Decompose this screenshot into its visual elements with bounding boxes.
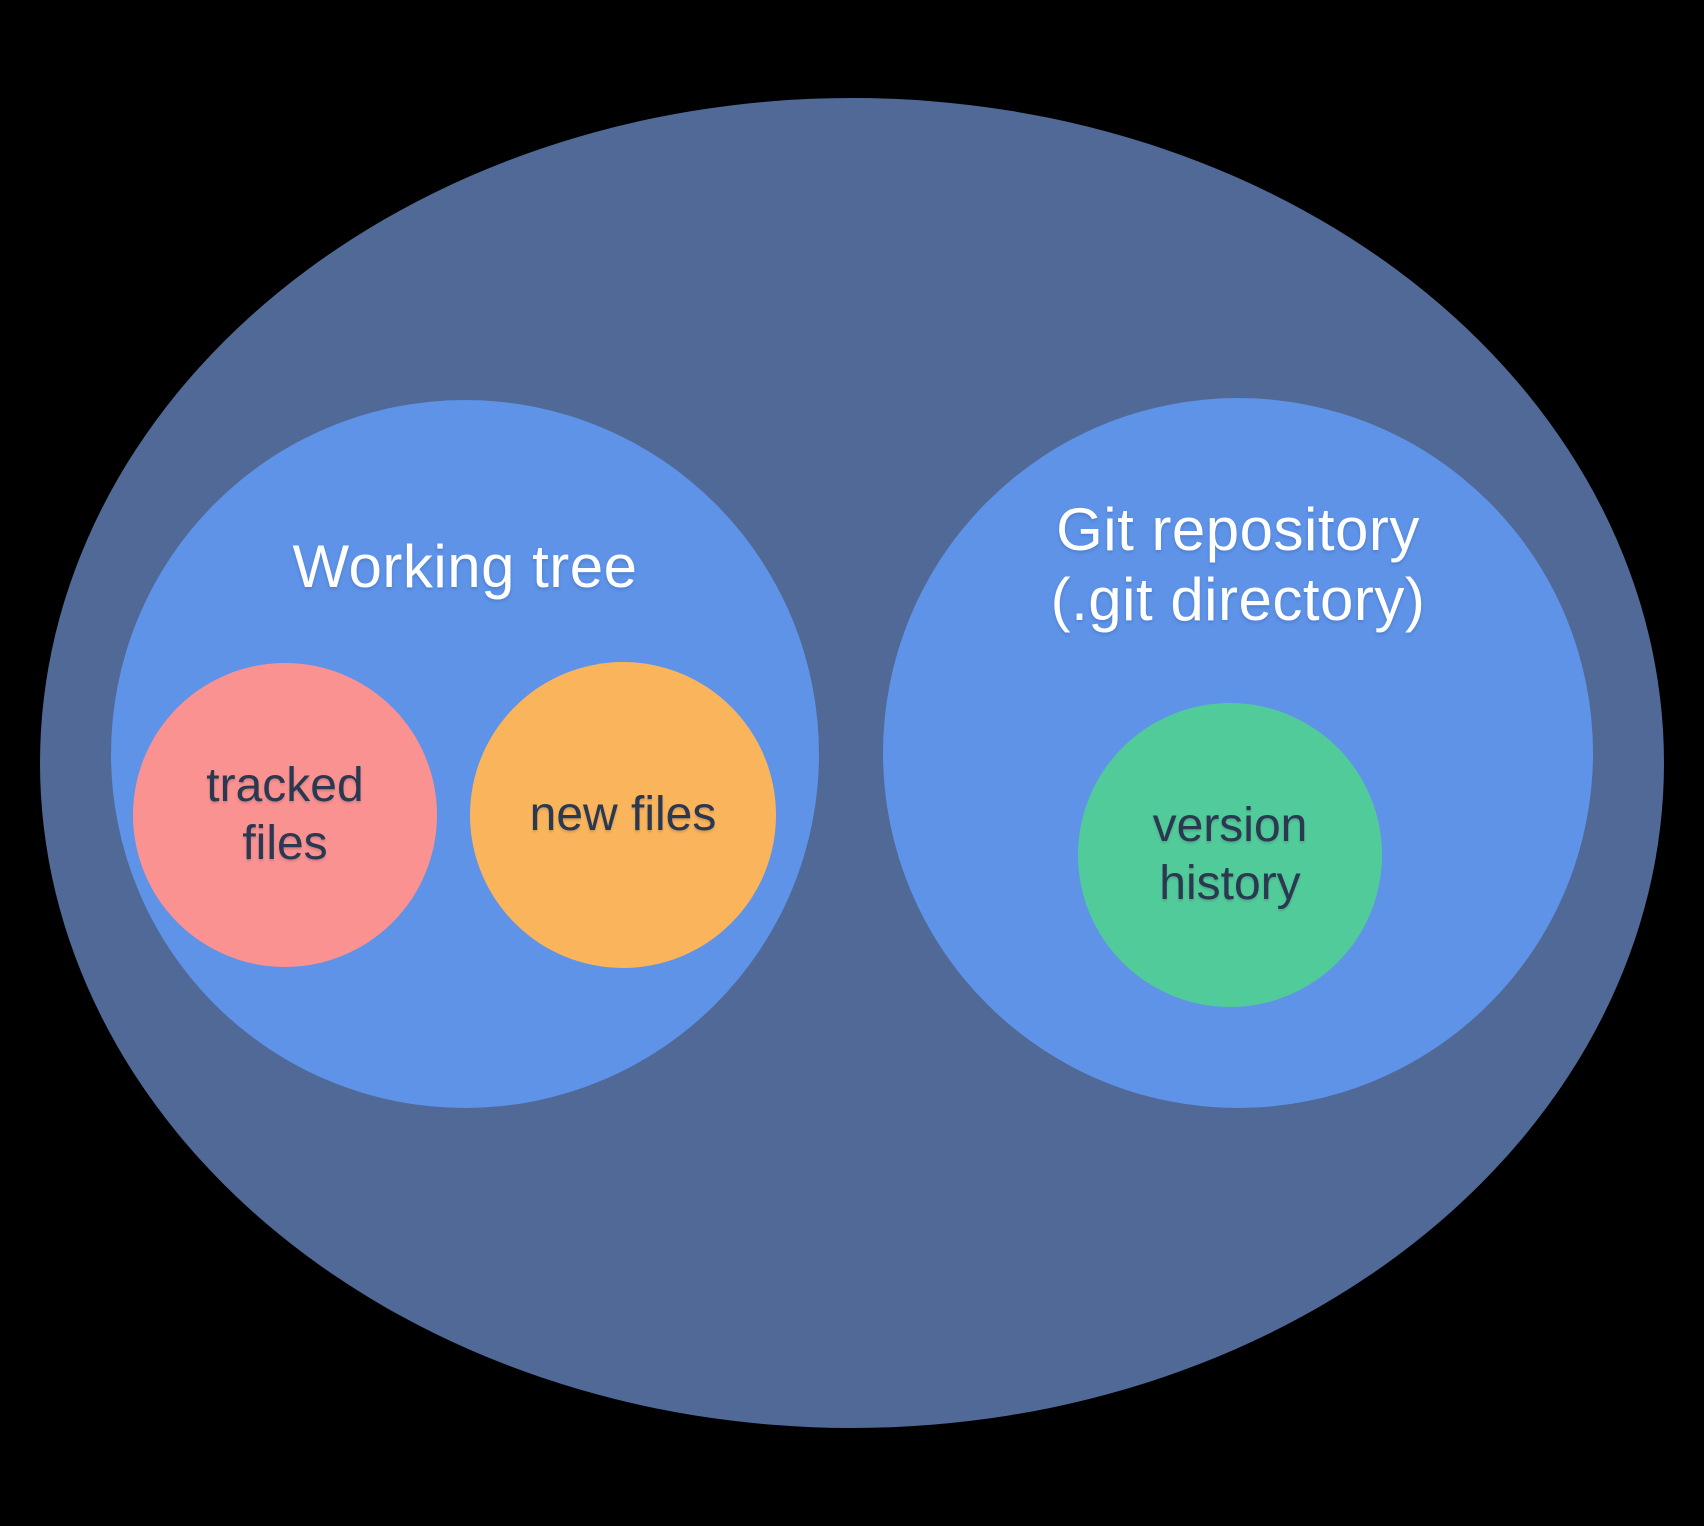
git-repository-title-line2: (.git directory) bbox=[1050, 566, 1426, 633]
tracked-files-label: tracked files bbox=[206, 759, 364, 870]
outer-ellipse: Working tree tracked files new files Git… bbox=[40, 98, 1664, 1428]
working-tree-circle: Working tree tracked files new files bbox=[111, 400, 819, 1108]
new-files-label: new files bbox=[529, 788, 717, 842]
git-repository-title: Git repository (.git directory) bbox=[883, 495, 1593, 635]
git-repository-title-line1: Git repository bbox=[1056, 496, 1420, 563]
new-files-circle: new files bbox=[470, 662, 776, 968]
version-history-circle: version history bbox=[1078, 703, 1382, 1007]
git-repository-circle: Git repository (.git directory) version … bbox=[883, 398, 1593, 1108]
tracked-files-circle: tracked files bbox=[133, 663, 437, 967]
version-history-label: version history bbox=[1152, 799, 1308, 910]
working-tree-title: Working tree bbox=[292, 533, 638, 600]
